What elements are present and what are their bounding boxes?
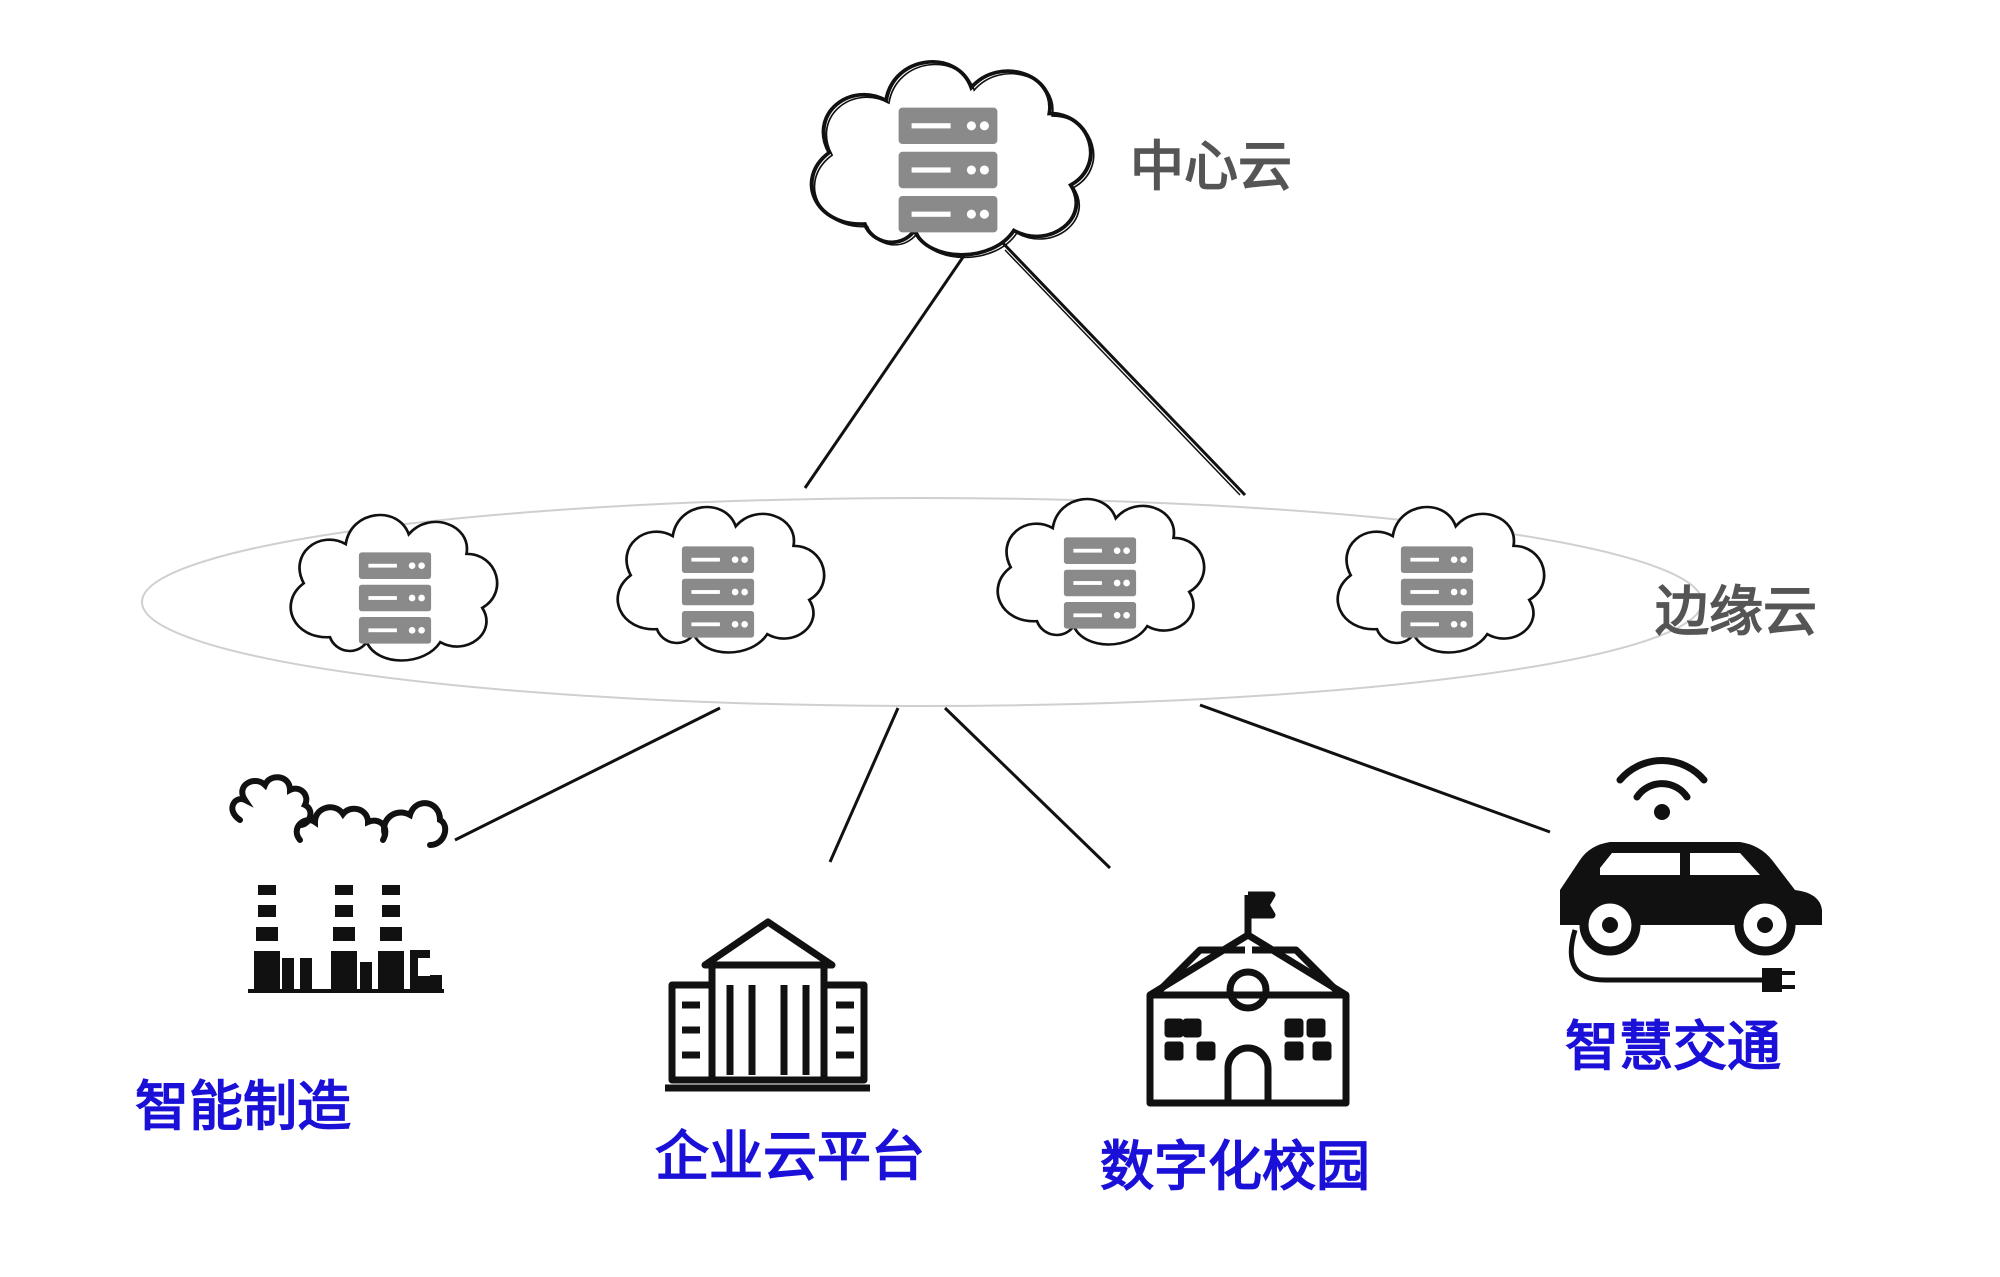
app-label-enterprise: 企业云平台: [655, 1125, 925, 1188]
link-center-right: [998, 238, 1247, 497]
app-label-transport: 智慧交通: [1565, 1015, 1781, 1078]
connected-car-icon: [1560, 757, 1822, 992]
edge-layer-ellipse: [141, 497, 1703, 707]
center-to-edge-links: [803, 224, 1247, 497]
app-label-campus: 数字化校园: [1100, 1135, 1370, 1198]
center-cloud-label: 中心云: [1130, 135, 1292, 198]
server-icon: [1063, 537, 1137, 629]
link-edge-manufacturing: [454, 706, 721, 842]
school-icon: [1146, 891, 1350, 1107]
factory-icon: [229, 774, 449, 848]
link-edge-campus: [943, 706, 1112, 870]
edge-to-app-links: [454, 703, 1551, 870]
app-label-manufacturing: 智能制造: [135, 1075, 351, 1138]
factory-chimneys: [248, 885, 444, 993]
enterprise-building-icon: [665, 918, 870, 1092]
server-icon: [898, 107, 998, 233]
link-edge-enterprise: [828, 707, 900, 863]
server-icon: [358, 552, 432, 644]
edge-cloud-label: 边缘云: [1655, 580, 1817, 643]
link-edge-transport: [1199, 703, 1551, 834]
link-center-left: [803, 224, 987, 489]
server-icon: [1400, 546, 1474, 638]
server-icon: [681, 546, 755, 638]
